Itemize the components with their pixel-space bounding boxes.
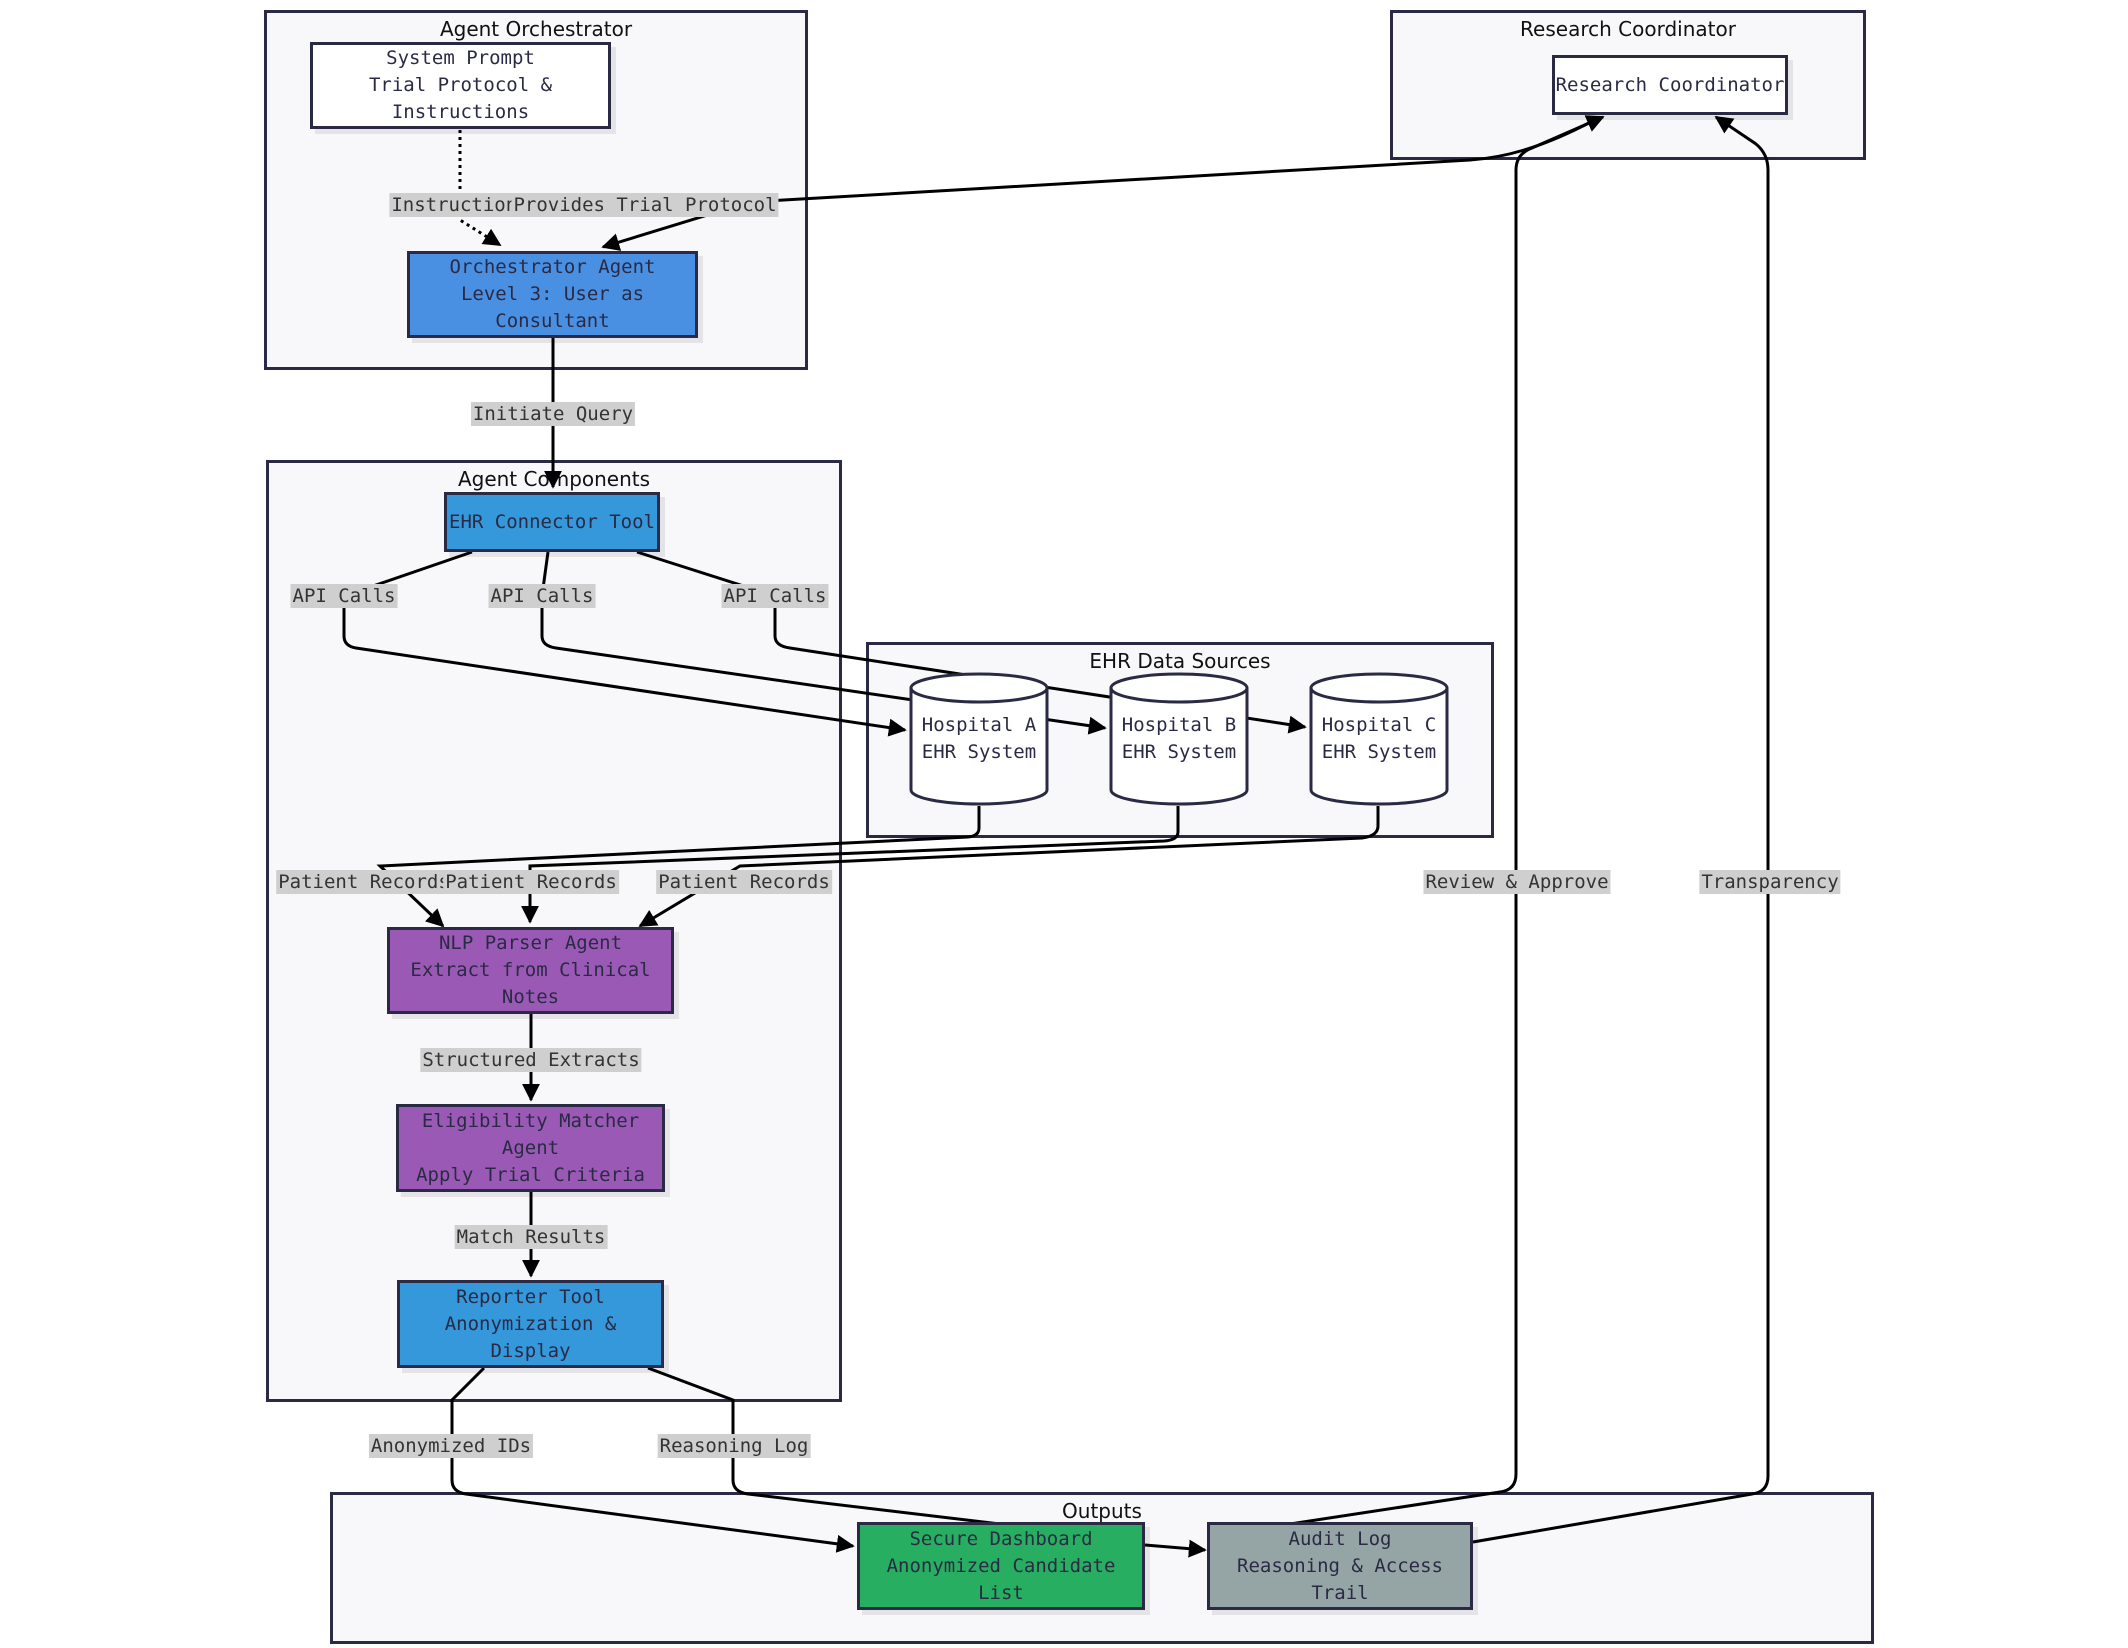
edge-label-api-calls: API Calls <box>488 584 596 608</box>
edge-label-review-approve: Review & Approve <box>1423 870 1611 894</box>
node-label-line: Reasoning & Access Trail <box>1237 1554 1443 1604</box>
node-label-line: Extract from Clinical Notes <box>410 959 651 1008</box>
edge-reasoning-log <box>647 1366 1001 1526</box>
edge-api-calls-a <box>342 550 907 737</box>
node-label-line: Anonymization & Display <box>444 1312 617 1362</box>
node-label-line: EHR System <box>1321 741 1437 763</box>
edge-label-patient-records: Patient Records <box>443 870 619 894</box>
node-label-line: Level 3: User as Consultant <box>460 283 645 332</box>
edge-label-initiate-query: Initiate Query <box>470 402 636 426</box>
edge-api-calls-b <box>540 551 1107 735</box>
node-label-line: Hospital B <box>1121 714 1237 736</box>
edge-records-b <box>521 806 1180 924</box>
edge-label-api-calls: API Calls <box>721 584 829 608</box>
edge-records-a <box>376 806 981 928</box>
edge-api-calls-c <box>636 550 1307 734</box>
edge-label-transparency: Transparency <box>1699 870 1841 894</box>
edge-dashboard-to-audit <box>1144 1539 1207 1558</box>
edge-review-approve <box>1289 115 1605 1526</box>
node-label-line: EHR System <box>921 741 1037 763</box>
eligibility-matcher-agent-node[interactable]: Eligibility Matcher Agent Apply Trial Cr… <box>396 1104 665 1192</box>
node-label-line: Trial Protocol & Instructions <box>368 74 553 123</box>
system-prompt-node[interactable]: System Prompt Trial Protocol & Instructi… <box>310 42 611 129</box>
node-label: Hospital A EHR System <box>908 712 1050 766</box>
cluster-title: Agent Orchestrator <box>439 17 633 41</box>
orchestrator-agent-node[interactable]: Orchestrator Agent Level 3: User as Cons… <box>407 251 698 338</box>
node-label-line: Hospital A <box>921 714 1037 736</box>
node-label-line: Audit Log <box>1288 1527 1392 1550</box>
edge-records-c <box>638 806 1380 928</box>
database-icon <box>909 672 1049 806</box>
edge-label-api-calls: API Calls <box>290 584 398 608</box>
edge-label-provides-protocol: Provides Trial Protocol <box>511 193 779 217</box>
node-label: Hospital C EHR System <box>1308 712 1450 766</box>
database-icon <box>1109 672 1249 806</box>
audit-log-node[interactable]: Audit Log Reasoning & Access Trail <box>1207 1522 1473 1610</box>
cluster-title: Outputs <box>1062 1499 1142 1523</box>
node-label-line: Secure Dashboard <box>909 1527 1093 1550</box>
nlp-parser-agent-node[interactable]: NLP Parser Agent Extract from Clinical N… <box>387 927 674 1014</box>
edge-provides-protocol <box>601 115 1601 251</box>
node-label-line: EHR System <box>1121 741 1237 763</box>
node-label-line: Anonymized Candidate List <box>886 1554 1116 1604</box>
node-label-line: Research Coordinator <box>1555 73 1785 96</box>
database-icon <box>1309 672 1449 806</box>
hospital-a-ehr-node[interactable]: Hospital A EHR System <box>908 672 1050 808</box>
ehr-connector-tool-node[interactable]: EHR Connector Tool <box>444 492 660 552</box>
reporter-tool-node[interactable]: Reporter Tool Anonymization & Display <box>397 1280 664 1368</box>
hospital-b-ehr-node[interactable]: Hospital B EHR System <box>1108 672 1250 808</box>
secure-dashboard-node[interactable]: Secure Dashboard Anonymized Candidate Li… <box>857 1522 1145 1610</box>
edge-instructions <box>458 130 502 247</box>
edge-transparency <box>1472 115 1770 1544</box>
node-label-line: Eligibility Matcher Agent <box>421 1109 640 1159</box>
edge-label-instructions: Instructions <box>389 193 531 217</box>
node-label-line: System Prompt <box>386 47 535 69</box>
edge-anonymized-ids <box>450 1366 855 1553</box>
edge-label-structured-extracts: Structured Extracts <box>420 1048 642 1072</box>
cluster-title: EHR Data Sources <box>1089 649 1271 673</box>
node-label-line: Apply Trial Criteria <box>416 1163 645 1186</box>
node-label-line: Reporter Tool <box>456 1285 605 1308</box>
edge-label-patient-records: Patient Records <box>656 870 832 894</box>
edge-label-patient-records: Patient Records <box>276 870 452 894</box>
node-label-line: EHR Connector Tool <box>449 510 655 533</box>
node-label: Hospital B EHR System <box>1108 712 1250 766</box>
edge-label-reasoning-log: Reasoning Log <box>657 1434 811 1458</box>
cluster-title: Research Coordinator <box>1520 17 1736 41</box>
node-label-line: Orchestrator Agent <box>449 256 656 278</box>
node-label-line: Hospital C <box>1321 714 1437 736</box>
edge-label-match-results: Match Results <box>454 1225 608 1249</box>
research-coordinator-node[interactable]: Research Coordinator <box>1552 55 1788 115</box>
hospital-c-ehr-node[interactable]: Hospital C EHR System <box>1308 672 1450 808</box>
edge-label-anonymized-ids: Anonymized IDs <box>368 1434 534 1458</box>
node-label-line: NLP Parser Agent <box>438 932 623 954</box>
